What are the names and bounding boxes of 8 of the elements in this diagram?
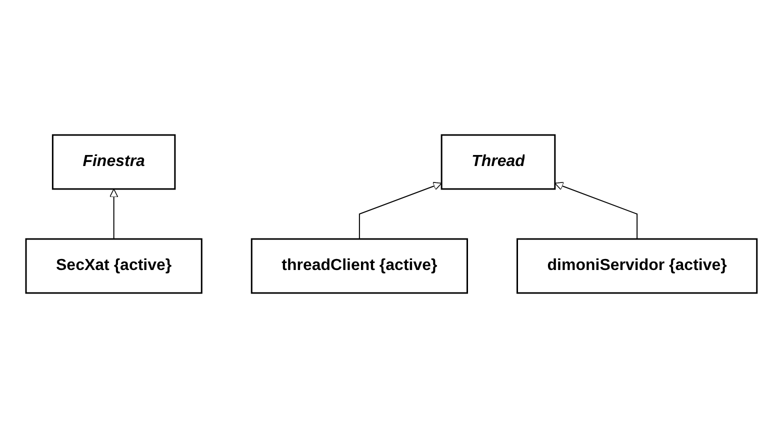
arrow [554, 182, 638, 240]
node-box: dimoniServidor {active} [516, 238, 758, 294]
node-box: Finestra [52, 134, 176, 190]
arrow [359, 182, 442, 240]
arrow [109, 188, 118, 240]
node-box: threadClient {active} [250, 238, 468, 294]
node-box: Thread [440, 134, 556, 190]
node-box: SecXat {active} [25, 238, 202, 294]
